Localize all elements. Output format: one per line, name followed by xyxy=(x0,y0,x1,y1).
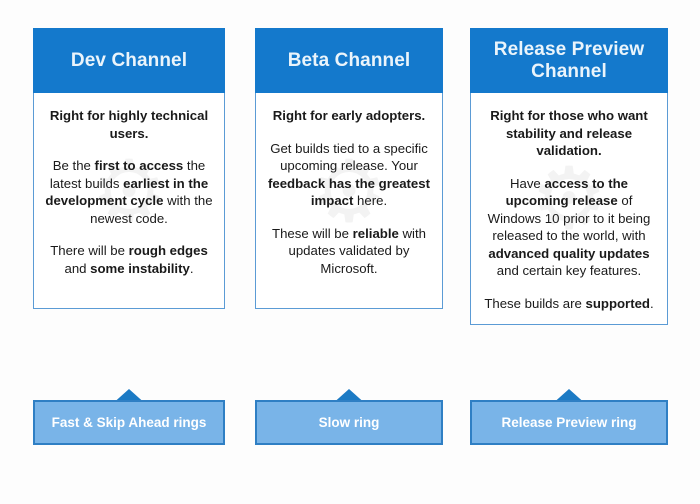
channel-paragraph: These will be reliable with updates vali… xyxy=(272,225,426,276)
channel-header-dev: Dev Channel xyxy=(33,28,225,93)
channel-header-release-preview: Release Preview Channel xyxy=(470,28,668,93)
channel-lead-release-preview: Right for those who want stability and r… xyxy=(490,108,648,159)
channel-paragraph: Have access to the upcoming release of W… xyxy=(487,175,651,279)
channel-paragraph: There will be rough edges and some insta… xyxy=(50,243,208,276)
channel-card-dev: Dev Channel ⚙ Right for highly technical… xyxy=(33,28,225,309)
ring-box-release-preview[interactable]: Release Preview ring xyxy=(470,400,668,445)
ring-box-dev[interactable]: Fast & Skip Ahead rings xyxy=(33,400,225,445)
channel-header-beta: Beta Channel xyxy=(255,28,443,93)
channel-column-release-preview: Release Preview Channel ⚙ Right for thos… xyxy=(470,28,668,429)
channel-body-beta: ⚙ Right for early adopters. Get builds t… xyxy=(255,93,443,309)
channel-paragraph: These builds are supported. xyxy=(484,295,654,311)
channel-lead-beta: Right for early adopters. xyxy=(272,108,426,123)
channel-paragraph: Get builds tied to a specific upcoming r… xyxy=(268,140,430,209)
channel-card-release-preview: Release Preview Channel ⚙ Right for thos… xyxy=(470,28,668,326)
channel-body-dev: ⚙ Right for highly technical users. Be t… xyxy=(33,93,225,309)
channel-column-dev: Dev Channel ⚙ Right for highly technical… xyxy=(33,28,225,429)
ring-box-beta[interactable]: Slow ring xyxy=(255,400,443,445)
channel-card-beta: Beta Channel ⚙ Right for early adopters.… xyxy=(255,28,443,309)
channel-column-beta: Beta Channel ⚙ Right for early adopters.… xyxy=(255,28,443,429)
channel-paragraph: Be the first to access the latest builds… xyxy=(45,158,213,226)
channel-body-release-preview: ⚙ Right for those who want stability and… xyxy=(470,93,668,326)
channel-lead-dev: Right for highly technical users. xyxy=(49,108,209,141)
